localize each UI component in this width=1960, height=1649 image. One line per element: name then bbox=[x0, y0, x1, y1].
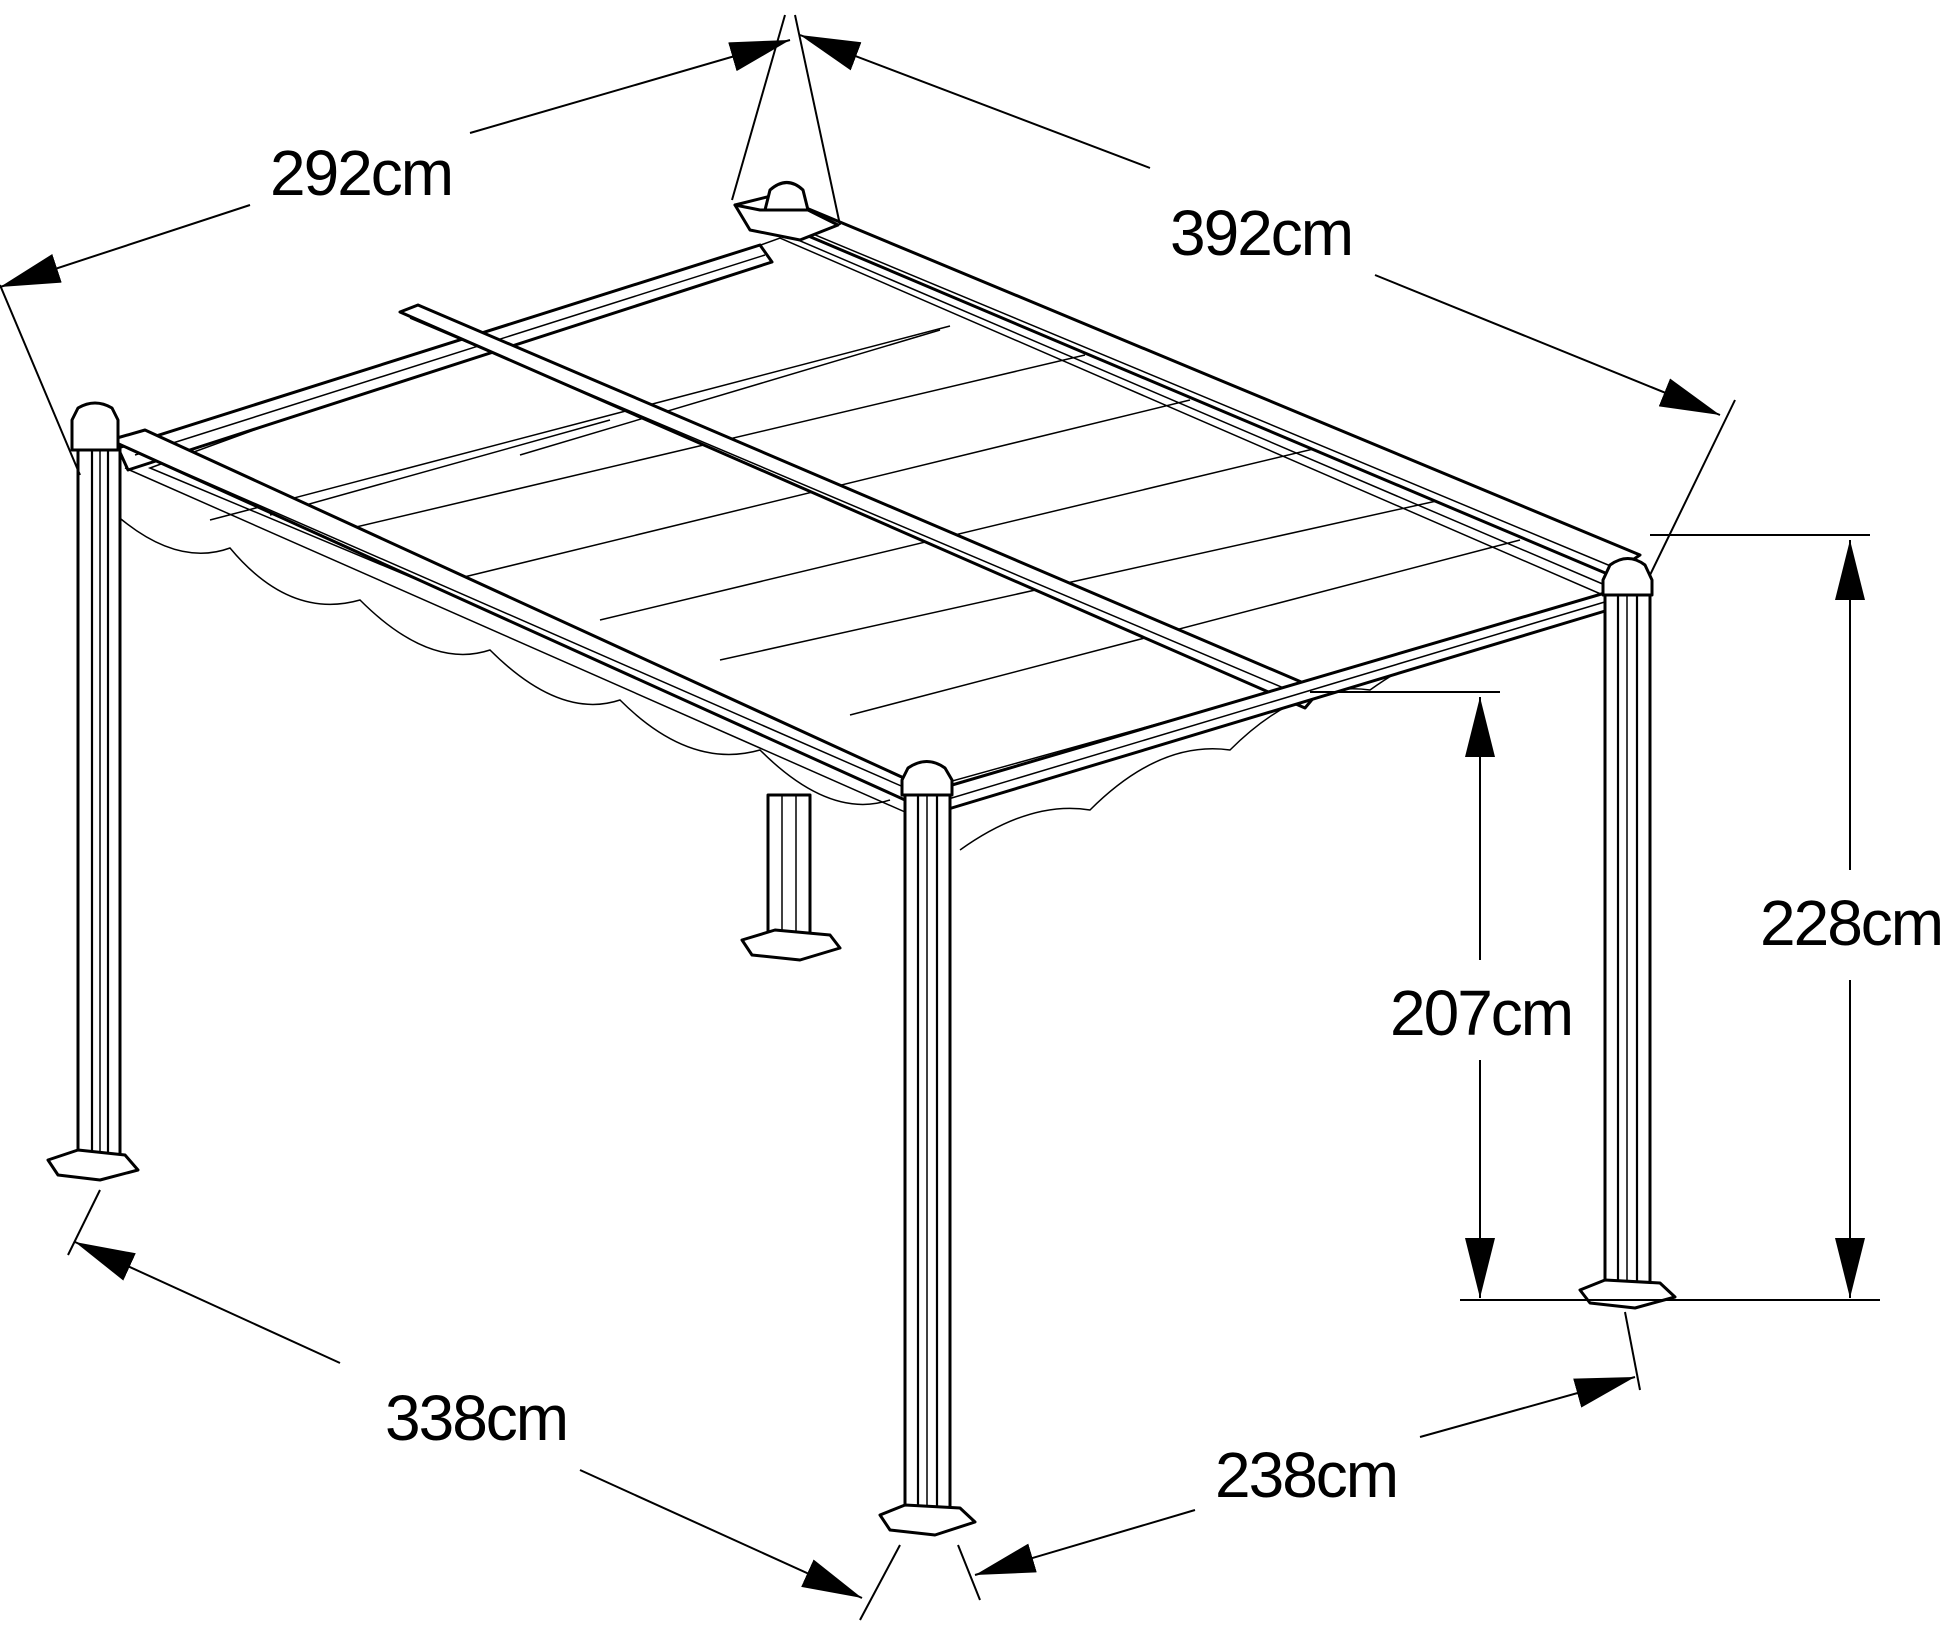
left-post bbox=[46, 401, 140, 1182]
dim-arrow-238-left bbox=[974, 1509, 1196, 1576]
back-beam bbox=[733, 193, 1642, 577]
label-228cm: 228cm bbox=[1760, 887, 1942, 959]
label-207cm: 207cm bbox=[1390, 977, 1572, 1049]
dim-arrow-392-right bbox=[1374, 274, 1721, 416]
dim-arrow-292-right bbox=[469, 39, 791, 134]
extension-line bbox=[859, 1544, 901, 1621]
label-338cm: 338cm bbox=[385, 1382, 567, 1454]
dim-arrow-338-left bbox=[74, 1241, 341, 1364]
extension-line bbox=[957, 1544, 981, 1601]
canopy-slats bbox=[209, 325, 1521, 716]
dimension-lines bbox=[0, 14, 1880, 1621]
label-392cm: 392cm bbox=[1170, 197, 1352, 269]
pergola-drawing bbox=[46, 181, 1677, 1537]
right-post bbox=[1578, 557, 1677, 1310]
fabric-scallop-left bbox=[99, 499, 891, 806]
left-side-beam bbox=[116, 243, 774, 472]
dim-arrow-292-left bbox=[0, 204, 251, 288]
front-post bbox=[878, 760, 977, 1537]
label-238cm: 238cm bbox=[1215, 1439, 1397, 1511]
extension-line bbox=[1649, 399, 1736, 576]
dim-arrow-238-right bbox=[1419, 1376, 1636, 1438]
back-finial bbox=[733, 181, 840, 242]
extension-line bbox=[1624, 1311, 1641, 1391]
back-post bbox=[740, 793, 842, 962]
extension-line bbox=[0, 284, 81, 476]
dimension-labels: 292cm 392cm 338cm 238cm 207cm 228cm bbox=[270, 137, 1944, 1511]
extension-line bbox=[67, 1189, 101, 1256]
dim-arrow-338-right bbox=[579, 1469, 863, 1599]
label-292cm: 292cm bbox=[270, 137, 452, 209]
dim-arrow-392-left bbox=[799, 34, 1151, 169]
